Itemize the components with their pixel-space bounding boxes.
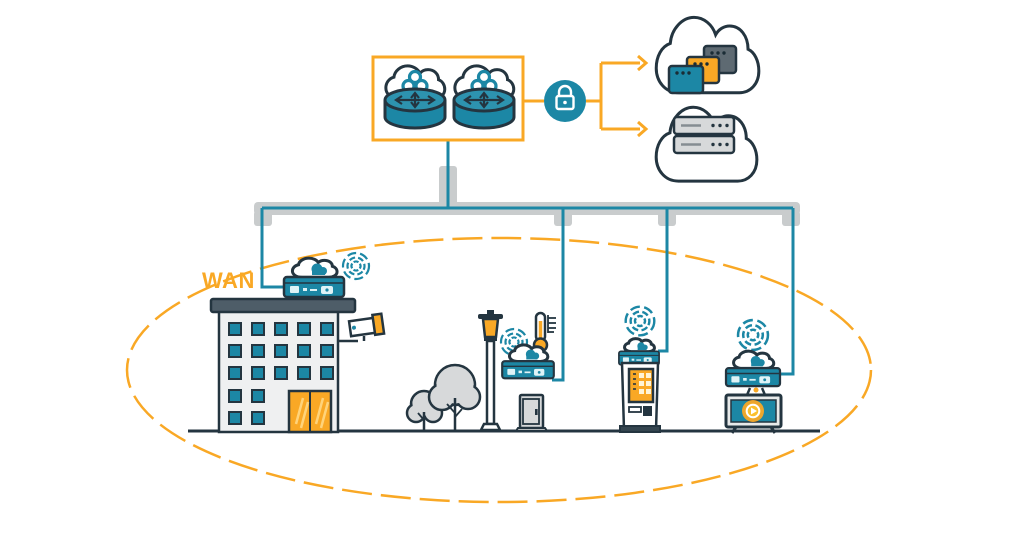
server-icon [672,134,736,155]
arrow-right-icon [637,120,649,138]
secure-tunnel-group [523,54,649,138]
edge-router-icon [619,339,659,365]
edge-router-icon [726,351,780,386]
sd-wan-router-icon [385,66,445,128]
building-site [209,251,386,434]
street-sensor-site [499,311,556,432]
server-icon [672,115,736,136]
edge-router-icon [284,258,344,297]
ticket-kiosk-icon [619,361,661,433]
wan-links [260,140,795,382]
sd-wan-router-icon [454,66,514,128]
wireless-burst-icon [624,305,656,337]
signage-link [779,208,795,376]
wan-label: WAN [202,268,255,293]
building-link [260,208,287,289]
street-link [552,208,565,382]
building-icon [209,297,386,434]
hub-highlight-box [371,55,525,142]
wireless-burst-icon [341,251,371,281]
tree-icons [405,363,482,430]
security-camera-icon [338,312,386,343]
play-button-icon [745,403,761,419]
kiosk-link [658,208,669,353]
sd-wan-hub-group [371,55,525,142]
saas-apps-cloud-icon [656,17,759,93]
kiosk-site [619,305,661,433]
wireless-burst-icon [736,318,770,352]
signage-site [724,318,783,434]
lock-icon [544,80,586,122]
datacenter-cloud-icon [656,107,757,181]
app-window-icon [667,64,705,95]
building-windows [228,322,334,425]
building-door [287,389,333,434]
wan-boundary-ellipse [125,236,873,504]
arrow-right-icon [637,54,649,72]
street-lamp-icon [478,310,503,432]
digital-signage-tv-icon [724,393,783,434]
street-cabinet-icon [514,393,549,432]
